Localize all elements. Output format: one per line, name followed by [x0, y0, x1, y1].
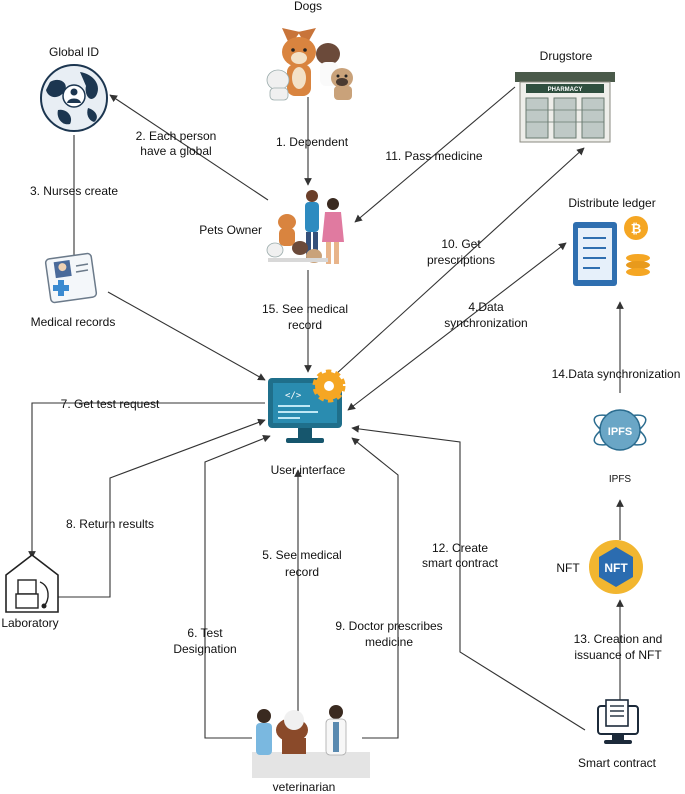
- step-4-label-line2: synchronization: [444, 316, 527, 330]
- drugstore-node: Drugstore PHARMACY: [515, 49, 615, 143]
- edge-return-results: [55, 418, 266, 598]
- edges: [28, 86, 624, 739]
- step-3-label: 3. Nurses create: [30, 184, 118, 198]
- step-9-label-line1: 9. Doctor prescribes: [335, 619, 442, 633]
- medical-records-label: Medical records: [31, 315, 116, 329]
- step-13-label-line2: issuance of NFT: [574, 648, 662, 662]
- step-5-label-line2: record: [285, 565, 319, 579]
- step-10-label-line2: prescriptions: [427, 253, 495, 267]
- veterinarian-illustration: [252, 705, 370, 778]
- dogs-node: Dogs: [266, 0, 353, 101]
- step-2-label-line1: 2. Each person: [136, 129, 217, 143]
- global-id-node: Global ID: [40, 45, 108, 132]
- gear-icon: [312, 369, 346, 403]
- ledger-icon: ₿: [573, 216, 650, 286]
- step-15-label-line2: record: [288, 318, 322, 332]
- ledger-label: Distribute ledger: [568, 196, 655, 210]
- step-5-label-line1: 5. See medical: [262, 548, 341, 562]
- dogs-label: Dogs: [294, 0, 322, 13]
- step-10-label-line1: 10. Get: [441, 237, 481, 251]
- ipfs-icon: IPFS: [593, 409, 647, 451]
- smart-contract-node: Smart contract: [578, 699, 657, 770]
- edge-prescribe: [351, 437, 399, 739]
- medical-records-node: Medical records: [31, 252, 116, 329]
- pets-owner-illustration: [266, 190, 344, 264]
- nft-node: NFT NFT: [556, 540, 643, 594]
- edge-test-request: [28, 402, 265, 559]
- step-6-label-line2: Designation: [173, 642, 236, 656]
- ledger-node: Distribute ledger ₿: [568, 196, 656, 286]
- step-14-label: 14.Data synchronization: [552, 367, 681, 381]
- veterinarian-node: veterinarian: [252, 705, 370, 794]
- smart-contract-label: Smart contract: [578, 756, 657, 770]
- laboratory-node: Laboratory: [1, 553, 59, 630]
- edge-data-sync-4: [347, 242, 567, 411]
- step-11-label: 11. Pass medicine: [385, 149, 482, 163]
- pharmacy-sign-text: PHARMACY: [548, 87, 583, 93]
- nft-icon: NFT: [589, 540, 643, 594]
- globe-icon: [40, 64, 108, 132]
- edge-medical-records: [107, 291, 266, 381]
- step-12-label-line1: 12. Create: [432, 541, 488, 555]
- step-8-label: 8. Return results: [66, 517, 154, 531]
- medical-card-icon: [44, 252, 98, 304]
- ipfs-node: IPFS IPFS: [593, 409, 647, 485]
- step-2-label-line2: have a global: [140, 144, 211, 158]
- edge-pass-medicine: [354, 86, 516, 223]
- step-9-label-line2: medicine: [365, 635, 413, 649]
- step-15-label-line1: 15. See medical: [262, 302, 348, 316]
- user-interface-label: User interface: [271, 463, 346, 477]
- step-1-label: 1. Dependent: [276, 135, 349, 149]
- pets-owner-label: Pets Owner: [199, 223, 262, 237]
- step-6-label-line1: 6. Test: [187, 626, 223, 640]
- nft-label: NFT: [556, 561, 580, 575]
- edge-global-id: [109, 94, 269, 201]
- edge-create-contract: [351, 425, 586, 731]
- user-interface-node: </> User interface: [268, 369, 346, 477]
- pharmacy-icon: PHARMACY: [515, 72, 615, 143]
- step-7-label: 7. Get test request: [61, 397, 160, 411]
- laboratory-icon: [5, 553, 59, 613]
- drugstore-label: Drugstore: [540, 49, 593, 63]
- step-labels: 1. Dependent 2. Each person have a globa…: [30, 129, 680, 662]
- ipfs-label: IPFS: [609, 474, 632, 485]
- pets-owner-node: Pets Owner: [199, 190, 344, 264]
- svg-text:₿: ₿: [631, 222, 642, 237]
- smart-contract-icon: [597, 699, 639, 744]
- dogs-illustration: [266, 28, 353, 101]
- edge-test-designation: [204, 434, 271, 739]
- laboratory-label: Laboratory: [1, 616, 58, 630]
- global-id-label: Global ID: [49, 45, 99, 59]
- step-4-label-line1: 4.Data: [468, 300, 504, 314]
- nft-logo-text: NFT: [604, 561, 628, 575]
- ipfs-logo-text: IPFS: [608, 426, 632, 438]
- step-12-label-line2: smart contract: [422, 556, 499, 570]
- svg-text:</>: </>: [285, 391, 302, 401]
- step-13-label-line1: 13. Creation and: [574, 632, 663, 646]
- veterinarian-label: veterinarian: [273, 780, 336, 794]
